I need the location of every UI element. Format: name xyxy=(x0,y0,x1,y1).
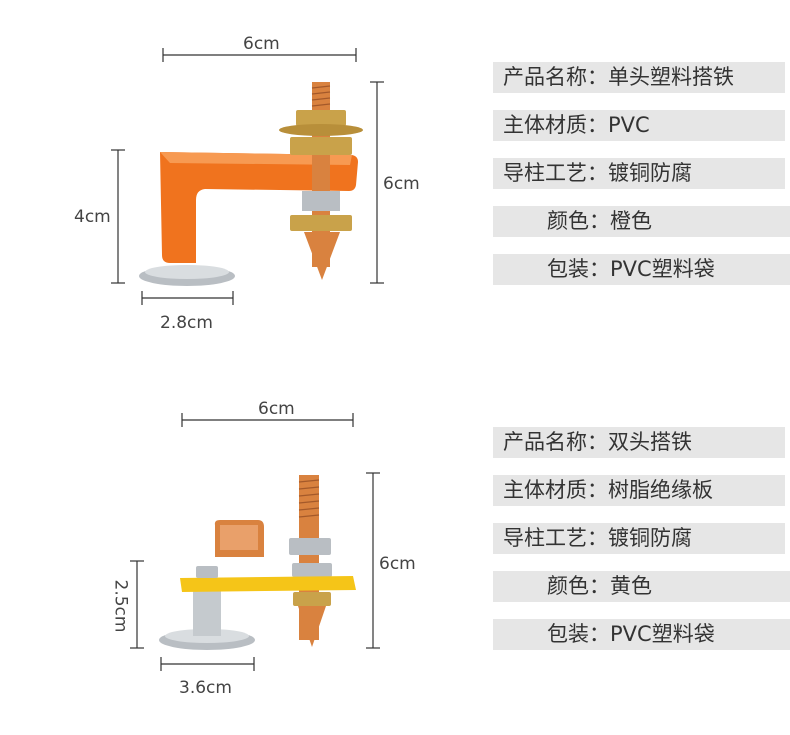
product-1-spec-name: 产品名称：单头塑料搭铁 xyxy=(493,62,785,93)
product-2-spec-material: 主体材质：树脂绝缘板 xyxy=(493,475,785,506)
product-2-height-label: 6cm xyxy=(379,554,416,574)
product-2-spec-name: 产品名称：双头搭铁 xyxy=(493,427,785,458)
product-1-spec-process: 导柱工艺：镀铜防腐 xyxy=(493,158,785,189)
product-2-base-label: 3.6cm xyxy=(179,678,232,698)
product-1-spec-packaging: 包装：PVC塑料袋 xyxy=(493,254,790,285)
product-1-nut-top xyxy=(296,110,346,126)
product-2-copper-tip xyxy=(298,606,326,647)
product-2-steel-post xyxy=(193,590,221,636)
product-2-yellow-plate xyxy=(180,576,356,592)
product-2-spec-color: 颜色：黄色 xyxy=(493,571,790,602)
product-1-nut-middle xyxy=(290,137,352,155)
product-2-body-height-label: 2.5cm xyxy=(110,579,131,633)
product-2-dimension-lines xyxy=(130,413,380,671)
product-2-width-label: 6cm xyxy=(258,399,295,419)
product-2-nut-top xyxy=(289,538,331,555)
product-1-spec-material: 主体材质：PVC xyxy=(493,110,785,141)
product-2-spec-packaging: 包装：PVC塑料袋 xyxy=(493,619,790,650)
product-2-spec-process: 导柱工艺：镀铜防腐 xyxy=(493,523,785,554)
product-1-height-label: 6cm xyxy=(383,174,420,194)
product-1-nut-bottom xyxy=(290,215,352,231)
product-1-spec-color: 颜色：橙色 xyxy=(493,206,790,237)
product-1-body-height-label: 4cm xyxy=(74,207,111,227)
product-1-spring xyxy=(302,191,340,211)
product-1-base-label: 2.8cm xyxy=(160,313,213,333)
product-1-copper-tip xyxy=(304,232,340,280)
product-2-nut-bottom xyxy=(293,592,331,606)
product-1-dimension-lines xyxy=(111,48,384,305)
product-1-orange-body xyxy=(160,152,358,263)
product-1-width-label: 6cm xyxy=(243,34,280,54)
